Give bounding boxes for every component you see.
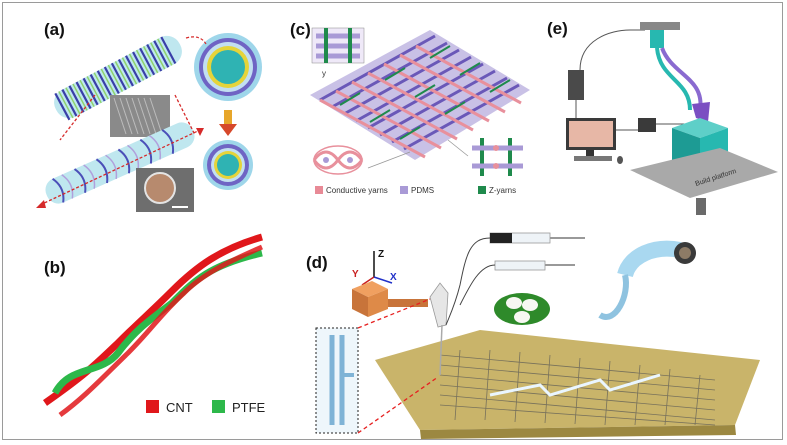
- legend-label-conductive: Conductive yarns: [326, 186, 388, 195]
- controller-box: [638, 118, 656, 132]
- legend-swatch-conductive: [315, 186, 323, 194]
- panel-b: (b) CNT PTFE: [0, 225, 290, 440]
- legend-swatch-ptfe: [212, 400, 225, 413]
- legend-label-zyarns: Z-yarns: [489, 186, 516, 195]
- fiber-schematic: [36, 33, 262, 212]
- coiled-fiber-top: [54, 35, 182, 121]
- lightning-effect: [489, 373, 661, 397]
- legend-label-pdms: PDMS: [411, 186, 434, 195]
- print-head-mount: [640, 22, 680, 30]
- inset-cross-section-left: [312, 145, 364, 175]
- panel-c: (c) y: [290, 0, 540, 225]
- cross-section-large: [194, 33, 262, 101]
- panel-b-label: (b): [44, 258, 66, 277]
- cross-section-small: [203, 140, 253, 190]
- panel-e: (e) Build platform: [540, 0, 783, 225]
- mouse: [617, 156, 623, 164]
- axis-x-label: X: [390, 272, 397, 283]
- coordinate-axes: [361, 251, 393, 286]
- silk-cocoons: [506, 297, 538, 323]
- 3d-printer-diagram: Build platform: [566, 22, 778, 215]
- syringe-lower: [494, 260, 575, 271]
- legend-swatch-pdms: [400, 186, 408, 194]
- figure-frame: [2, 2, 783, 440]
- panel-d: (d) Z Y X: [290, 225, 783, 440]
- panel-a-label: (a): [44, 20, 65, 39]
- panel-e-label: (e): [547, 19, 568, 38]
- extruder-nozzle: [692, 102, 710, 122]
- nozzle-inset: [315, 327, 359, 434]
- axis-y-label-inset: y: [322, 69, 326, 78]
- inset-cross-section-right: [470, 138, 525, 176]
- legend-swatch-cnt: [146, 400, 159, 413]
- stretch-arrows: [39, 94, 201, 206]
- twisted-yarn-diagram: CNT PTFE: [42, 233, 266, 418]
- direct-writing-diagram: Z Y X: [315, 232, 760, 439]
- legend-label-cnt: CNT: [166, 400, 193, 415]
- transition-arrow: [219, 110, 237, 136]
- pdms-yarns: [319, 34, 520, 151]
- axis-z-label: Z: [378, 249, 384, 260]
- conductive-fiber: [617, 240, 682, 278]
- legend-swatch-zyarns: [478, 186, 486, 194]
- keyboard: [574, 156, 612, 161]
- conductive-yarns: [319, 44, 522, 159]
- z-yarns: [339, 45, 511, 140]
- panel-a: (a): [0, 0, 290, 225]
- woven-fabric-diagram: y Conductive yarns PDMS Z-yarns: [310, 27, 530, 195]
- syringe-upper: [489, 232, 585, 244]
- stretched-fiber-bottom: [45, 122, 195, 204]
- nozzle: [429, 282, 449, 328]
- legend-label-ptfe: PTFE: [232, 400, 266, 415]
- build-platform: [630, 148, 778, 198]
- panel-c-label: (c): [290, 20, 311, 39]
- power-supply: [568, 70, 584, 100]
- motion-stage: [352, 281, 388, 297]
- print-head: [650, 30, 664, 48]
- axis-y-label: Y: [352, 269, 359, 280]
- panel-d-label: (d): [306, 253, 328, 272]
- sem-texture: [113, 97, 163, 135]
